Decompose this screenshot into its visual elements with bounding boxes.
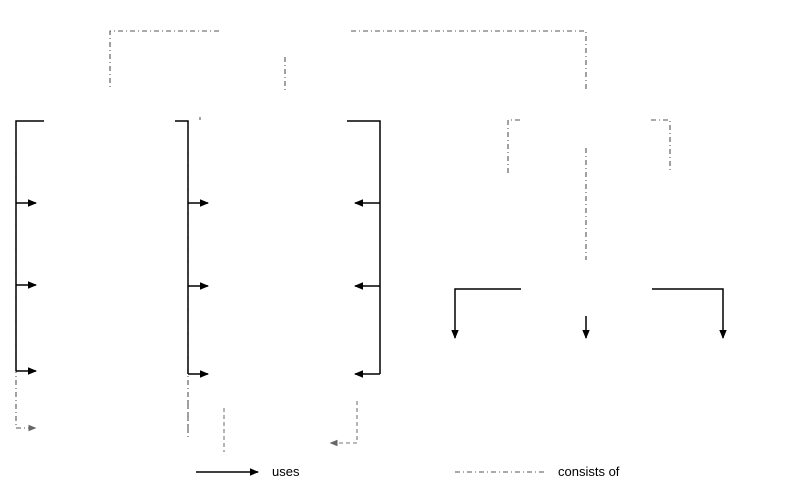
consists-of-tails: [223, 401, 358, 452]
legend-consists-of-label: consists of: [558, 464, 620, 479]
consists-of-connectors: [15, 30, 671, 440]
uses-connectors: [15, 120, 727, 378]
legend-uses-label: uses: [272, 464, 300, 479]
